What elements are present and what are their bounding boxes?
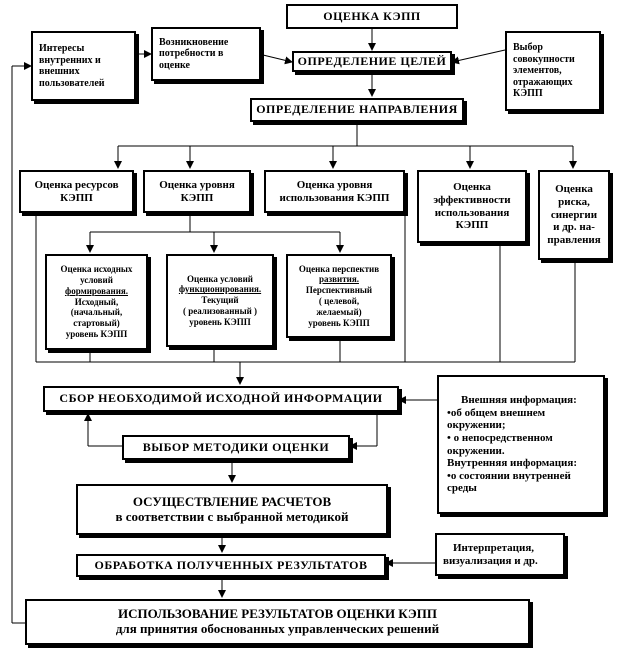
arrow-selection-to-goals [451,49,506,65]
node-direction-definition: ОПРЕДЕЛЕНИЕ НАПРАВЛЕНИЯ [250,98,464,122]
resources-line-1: Оценка ресурсов [34,178,119,191]
node-eval-resources: Оценка ресурсов КЭПП [19,170,134,213]
node-eval-level: Оценка уровня КЭПП [143,170,251,213]
node-use-results: ИСПОЛЬЗОВАНИЕ РЕЗУЛЬТАТОВ ОЦЕНКИ КЭПП дл… [25,599,530,645]
risk-line-2: риска, [558,196,590,209]
interp-line-1: Интерпретация, [453,541,535,554]
interests-line-1: Интересы [39,43,85,54]
selection-line-5: КЭПП [513,88,543,100]
interests-line-4: пользователей [39,77,105,89]
function-rest-1: Текущий [201,295,239,306]
node-user-interests: Интересы внутренних и внешних пользовате… [31,31,136,101]
formation-rest-1: Исходный, [74,296,119,307]
node-process-results: ОБРАБОТКА ПОЛУЧЕННЫХ РЕЗУЛЬТАТОВ [76,554,386,577]
info-external-title: Внешняя информация: [461,393,577,406]
interests-line-2: внутренних и [39,54,101,66]
perspective-rest-2: ( целевой, [318,296,360,306]
need-line-1: Возникновение [159,36,229,48]
info-external-item-3: • о непосредственном [447,431,553,444]
node-sub-formation: Оценка исходных условий формирования. Ис… [45,254,148,350]
arrow-need-to-goals [262,54,293,65]
usage-line-1: Оценка уровня [296,178,373,191]
perspective-underlined: развития. [319,274,359,285]
use-line-2: для принятия обоснованных управленческих… [115,621,440,636]
formation-rest-2: (начальный, [70,307,123,318]
perspective-title: Оценка перспектив [298,263,380,274]
formation-underlined: формирования. [64,285,129,296]
efficiency-line-2: эффективности [433,193,511,206]
efficiency-line-3: использования [434,206,510,219]
calc-line-2: в соответствии с выбранной методикой [115,508,349,524]
resources-line-2: КЭПП [60,191,93,204]
function-underlined: функционирования. [178,284,262,295]
node-interpretation: Интерпретация, визуализация и др. [435,533,565,576]
selection-line-4: отражающих [513,76,573,88]
level-line-2: КЭПП [180,191,214,204]
efficiency-line-4: КЭПП [455,219,489,232]
function-rest-3: уровень КЭПП [189,316,251,327]
info-internal-item-1: •о состоянии внутренней [447,469,571,482]
formation-rest-3: стартовый) [73,318,120,329]
node-collect-info: СБОР НЕОБХОДИМОЙ ИСХОДНОЙ ИНФОРМАЦИИ [43,386,399,412]
node-sub-perspective: Оценка перспектив развития. Перспективны… [286,254,392,338]
risk-line-3: синергии [550,208,598,221]
need-line-2: потребности в [159,48,224,60]
node-method-choice: ВЫБОР МЕТОДИКИ ОЦЕНКИ [122,435,350,460]
level-line-1: Оценка уровня [159,178,235,191]
node-elements-selection: Выбор совокупности элементов, отражающих… [505,31,601,111]
node-info-types: Внешняя информация: •об общем внешнем ок… [437,375,605,514]
use-line-1: ИСПОЛЬЗОВАНИЕ РЕЗУЛЬТАТОВ ОЦЕНКИ КЭПП [118,606,437,622]
need-line-3: оценке [159,59,190,71]
node-eval-usage: Оценка уровня использования КЭПП [264,170,405,213]
perspective-rest-4: уровень КЭПП [308,317,370,328]
usage-line-2: использования КЭПП [279,191,390,204]
node-need-arises: Возникновение потребности в оценке [151,27,261,81]
selection-line-2: совокупности [513,53,575,65]
node-eval-efficiency: Оценка эффективности использования КЭПП [417,170,527,243]
formation-title: Оценка исходных условий [60,264,133,285]
node-eval-risk: Оценка риска, синергии и др. на- правлен… [538,170,610,260]
perspective-rest-3: желаемый) [316,306,362,317]
function-rest-2: ( реализованный ) [182,305,258,316]
info-external-item-1: •об общем внешнем [447,406,546,419]
node-sub-function: Оценка условий функционирования. Текущий… [166,254,274,347]
formation-rest-4: уровень КЭПП [65,328,128,339]
info-internal-title: Внутренняя информация: [447,457,577,470]
risk-line-5: правления [547,233,601,246]
risk-line-1: Оценка [555,183,593,196]
info-external-item-4: окружении. [447,444,505,457]
interests-line-3: внешних [39,66,80,77]
efficiency-line-1: Оценка [453,181,491,194]
node-assessment-kepp: ОЦЕНКА КЭПП [286,4,458,29]
function-title: Оценка условий [187,273,253,284]
risk-line-4: и др. на- [553,221,595,234]
info-internal-item-2: среды [447,482,477,495]
selection-line-3: элементов, [513,65,562,77]
selection-line-1: Выбор [513,42,543,54]
info-external-item-2: окружении; [447,419,506,432]
perspective-rest-1: Перспективный [305,285,373,296]
node-goals-definition: ОПРЕДЕЛЕНИЕ ЦЕЛЕЙ [292,51,452,72]
node-calculations: ОСУЩЕСТВЛЕНИЕ РАСЧЕТОВ в соответствии с … [76,484,388,535]
interp-line-2: визуализация и др. [443,554,538,567]
calc-line-1: ОСУЩЕСТВЛЕНИЕ РАСЧЕТОВ [132,493,332,509]
